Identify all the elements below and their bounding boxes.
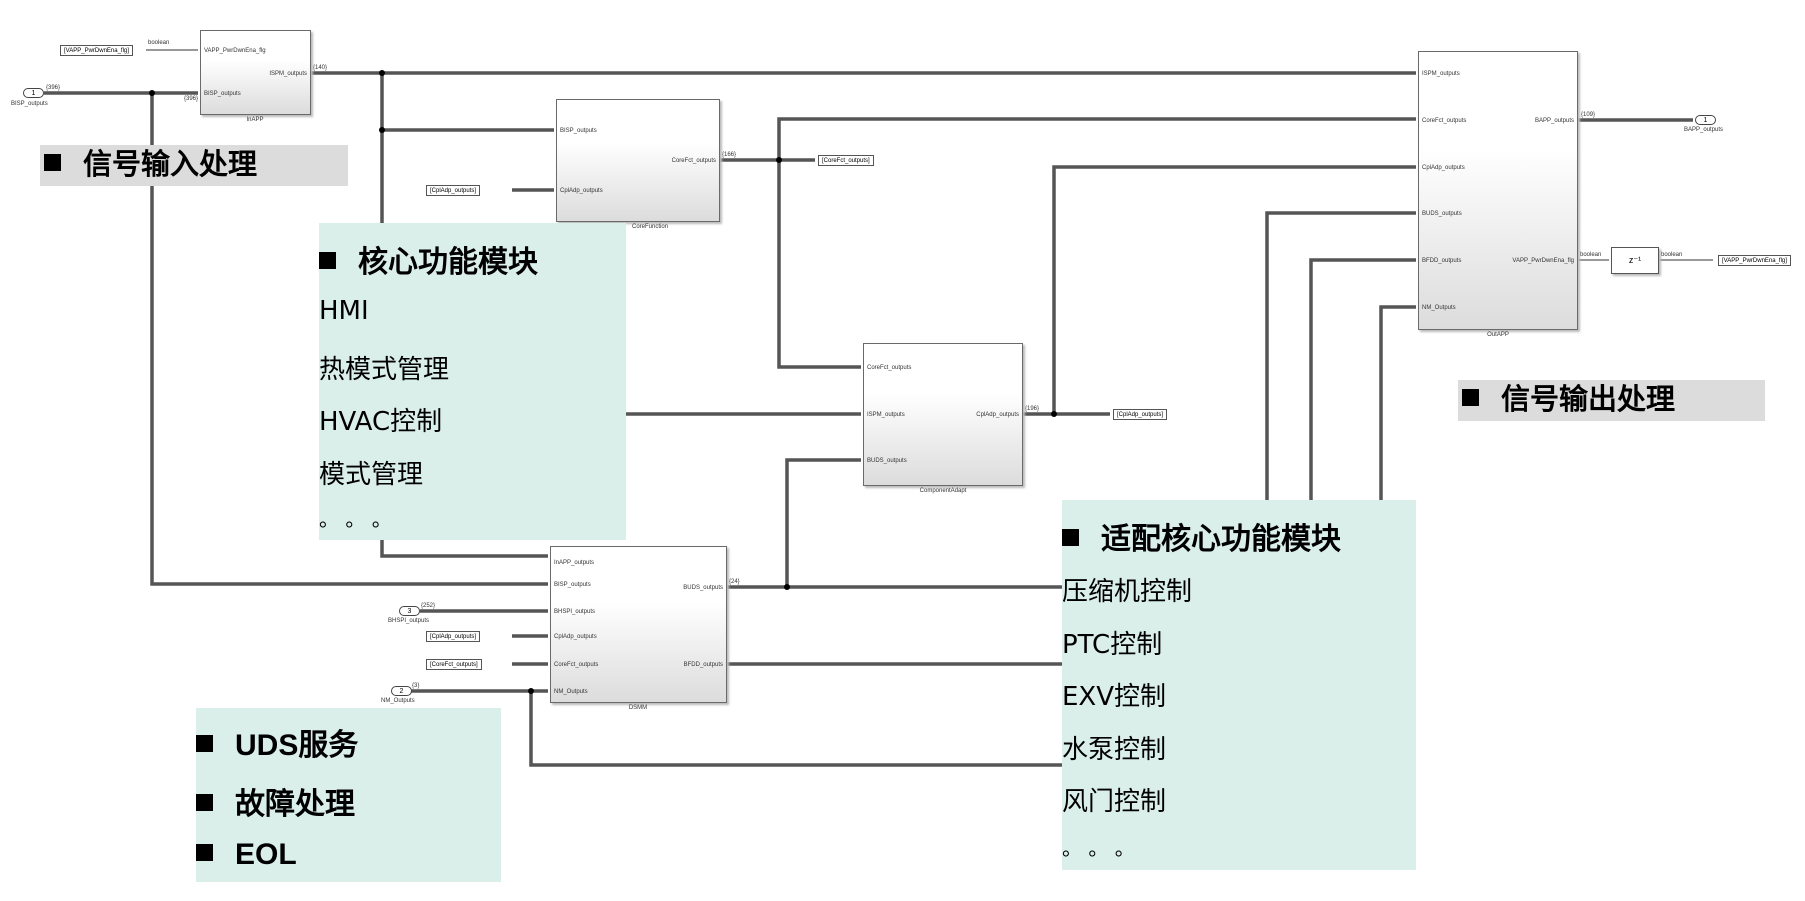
panel-item: PTC控制 xyxy=(1062,630,1163,660)
signal-type: boolean xyxy=(148,40,170,46)
port-label: BISP_outputs xyxy=(554,582,591,588)
goto-tag-cpladp[interactable]: [CplAdp_outputs] xyxy=(1113,409,1168,420)
input-processing-band: 信号输入处理 xyxy=(40,145,348,186)
port-label: ISPM_outputs xyxy=(1422,71,1460,77)
panel-item: 热模式管理 xyxy=(319,355,450,385)
panel-item: 。 。 。 xyxy=(319,507,392,531)
panel-item: HVAC控制 xyxy=(319,407,443,437)
inport-bisp-label: BISP_outputs xyxy=(11,101,48,107)
panel-item: 模式管理 xyxy=(319,460,424,490)
panel-item: EXV控制 xyxy=(1062,682,1167,712)
port-label: BFDD_outputs xyxy=(1422,258,1462,264)
inport-nm[interactable]: 2 xyxy=(391,686,412,696)
signal-dim: {396} xyxy=(184,96,199,102)
port-label: BUDS_outputs xyxy=(867,458,907,464)
port-label: CoreFct_outputs xyxy=(554,662,599,668)
panel-title-text: 适配核心功能模块 xyxy=(1101,523,1341,556)
port-label: BISP_outputs xyxy=(560,128,597,134)
panel-item: 风门控制 xyxy=(1062,787,1167,817)
port-label: VAPP_PwrDwnEna_flg xyxy=(204,48,266,54)
signal-dim: {166} xyxy=(722,152,737,158)
port-label: NM_Outputs xyxy=(554,689,588,695)
port-label: CplAdp_outputs xyxy=(976,412,1019,418)
inport-bhspi-label: BHSPI_outputs xyxy=(388,618,430,624)
panel-item: 水泵控制 xyxy=(1062,735,1167,765)
inapp-block[interactable]: VAPP_PwrDwnEna_flg BISP_outputs ISPM_out… xyxy=(200,30,311,115)
panel-item: 故障处理 xyxy=(196,779,355,823)
bullet-icon xyxy=(1462,389,1479,406)
dsmm-block[interactable]: InAPP_outputs BISP_outputs BHSPI_outputs… xyxy=(550,546,727,703)
bullet-icon xyxy=(196,794,213,811)
panel-title: 适配核心功能模块 xyxy=(1062,514,1341,558)
from-tag-vapp[interactable]: [VAPP_PwrDwnEna_flg] xyxy=(60,45,133,56)
port-label: VAPP_PwrDwnEna_flg xyxy=(1512,258,1574,264)
port-label: InAPP_outputs xyxy=(554,560,595,566)
input-band-label: 信号输入处理 xyxy=(83,149,258,181)
panel-title-text: 核心功能模块 xyxy=(358,246,538,279)
bullet-icon xyxy=(44,154,61,171)
from-tag-corefct[interactable]: [CoreFct_outputs] xyxy=(426,659,482,670)
outapp-block-name: OutAPP xyxy=(1487,332,1509,338)
panel-item: HMI xyxy=(319,296,369,326)
bullet-icon xyxy=(319,252,336,269)
inapp-block-name: InAPP xyxy=(246,117,264,123)
outport-bapp[interactable]: 1 xyxy=(1695,115,1716,125)
from-tag-cpladp[interactable]: [CplAdp_outputs] xyxy=(426,631,481,642)
signal-dim: {109} xyxy=(1581,112,1596,118)
signal-dim: {24} xyxy=(729,579,740,585)
corefunction-block-name: CoreFunction xyxy=(632,224,669,230)
panel-item: EOL xyxy=(196,838,297,872)
port-label: BUDS_outputs xyxy=(1422,211,1462,217)
signal-dim: {3} xyxy=(412,683,420,689)
port-label: ISPM_outputs xyxy=(867,412,905,418)
port-label: CplAdp_outputs xyxy=(560,188,603,194)
core-function-panel: 核心功能模块 HMI 热模式管理 HVAC控制 模式管理 。 。 。 xyxy=(319,223,626,540)
componentadapt-block[interactable]: CoreFct_outputs ISPM_outputs BUDS_output… xyxy=(863,343,1023,486)
port-label: NM_Outputs xyxy=(1422,305,1456,311)
port-label: ISPM_outputs xyxy=(269,71,307,77)
goto-tag-vapp[interactable]: [VAPP_PwrDwnEna_flg] xyxy=(1718,255,1791,266)
port-label: BFDD_outputs xyxy=(683,662,723,668)
bullet-icon xyxy=(196,844,213,861)
port-label: CoreFct_outputs xyxy=(671,158,716,164)
inport-bhspi[interactable]: 3 xyxy=(399,606,420,616)
port-label: CoreFct_outputs xyxy=(1422,118,1467,124)
signal-dim: {140} xyxy=(313,65,328,71)
inport-bisp[interactable]: 1 xyxy=(23,88,44,98)
outport-bapp-label: BAPP_outputs xyxy=(1684,127,1724,133)
signal-type: boolean xyxy=(1580,252,1602,258)
panel-item-text: EOL xyxy=(235,838,297,871)
port-label: BISP_outputs xyxy=(204,91,241,97)
panel-item-text: 故障处理 xyxy=(235,788,355,821)
bullet-icon xyxy=(1062,529,1079,546)
panel-item: 。 。 。 xyxy=(1062,836,1135,860)
corefunction-block[interactable]: BISP_outputs CplAdp_outputs CoreFct_outp… xyxy=(556,99,720,222)
port-label: BHSPI_outputs xyxy=(554,609,596,615)
from-tag-cpladp[interactable]: [CplAdp_outputs] xyxy=(426,185,481,196)
port-label: CoreFct_outputs xyxy=(867,365,912,371)
port-label: CplAdp_outputs xyxy=(1422,165,1465,171)
inport-nm-label: NM_Outputs xyxy=(381,698,415,704)
goto-tag-corefct[interactable]: [CoreFct_outputs] xyxy=(818,155,874,166)
componentadapt-block-name: ComponentAdapt xyxy=(919,488,967,494)
bullet-icon xyxy=(196,735,213,752)
panel-item: UDS服务 xyxy=(196,720,358,764)
port-label: BUDS_outputs xyxy=(683,585,723,591)
dsmm-block-name: DSMM xyxy=(628,705,648,711)
output-processing-band: 信号输出处理 xyxy=(1458,380,1765,421)
adapt-function-panel: 适配核心功能模块 压缩机控制 PTC控制 EXV控制 水泵控制 风门控制 。 。… xyxy=(1062,500,1416,870)
output-band-label: 信号输出处理 xyxy=(1501,384,1676,416)
panel-title: 核心功能模块 xyxy=(319,237,538,281)
panel-item-text: UDS服务 xyxy=(235,729,359,762)
port-label: CplAdp_outputs xyxy=(554,634,597,640)
signal-dim: {252} xyxy=(421,603,436,609)
outapp-block[interactable]: ISPM_outputs CoreFct_outputs CplAdp_outp… xyxy=(1418,51,1578,330)
signal-type: boolean xyxy=(1661,252,1683,258)
service-panel: UDS服务 故障处理 EOL xyxy=(196,708,501,882)
signal-dim: {396} xyxy=(46,85,61,91)
unit-delay-block[interactable]: z⁻¹ xyxy=(1611,247,1659,274)
signal-dim: {196} xyxy=(1025,406,1040,412)
panel-item: 压缩机控制 xyxy=(1062,577,1193,607)
port-label: BAPP_outputs xyxy=(1534,118,1574,124)
